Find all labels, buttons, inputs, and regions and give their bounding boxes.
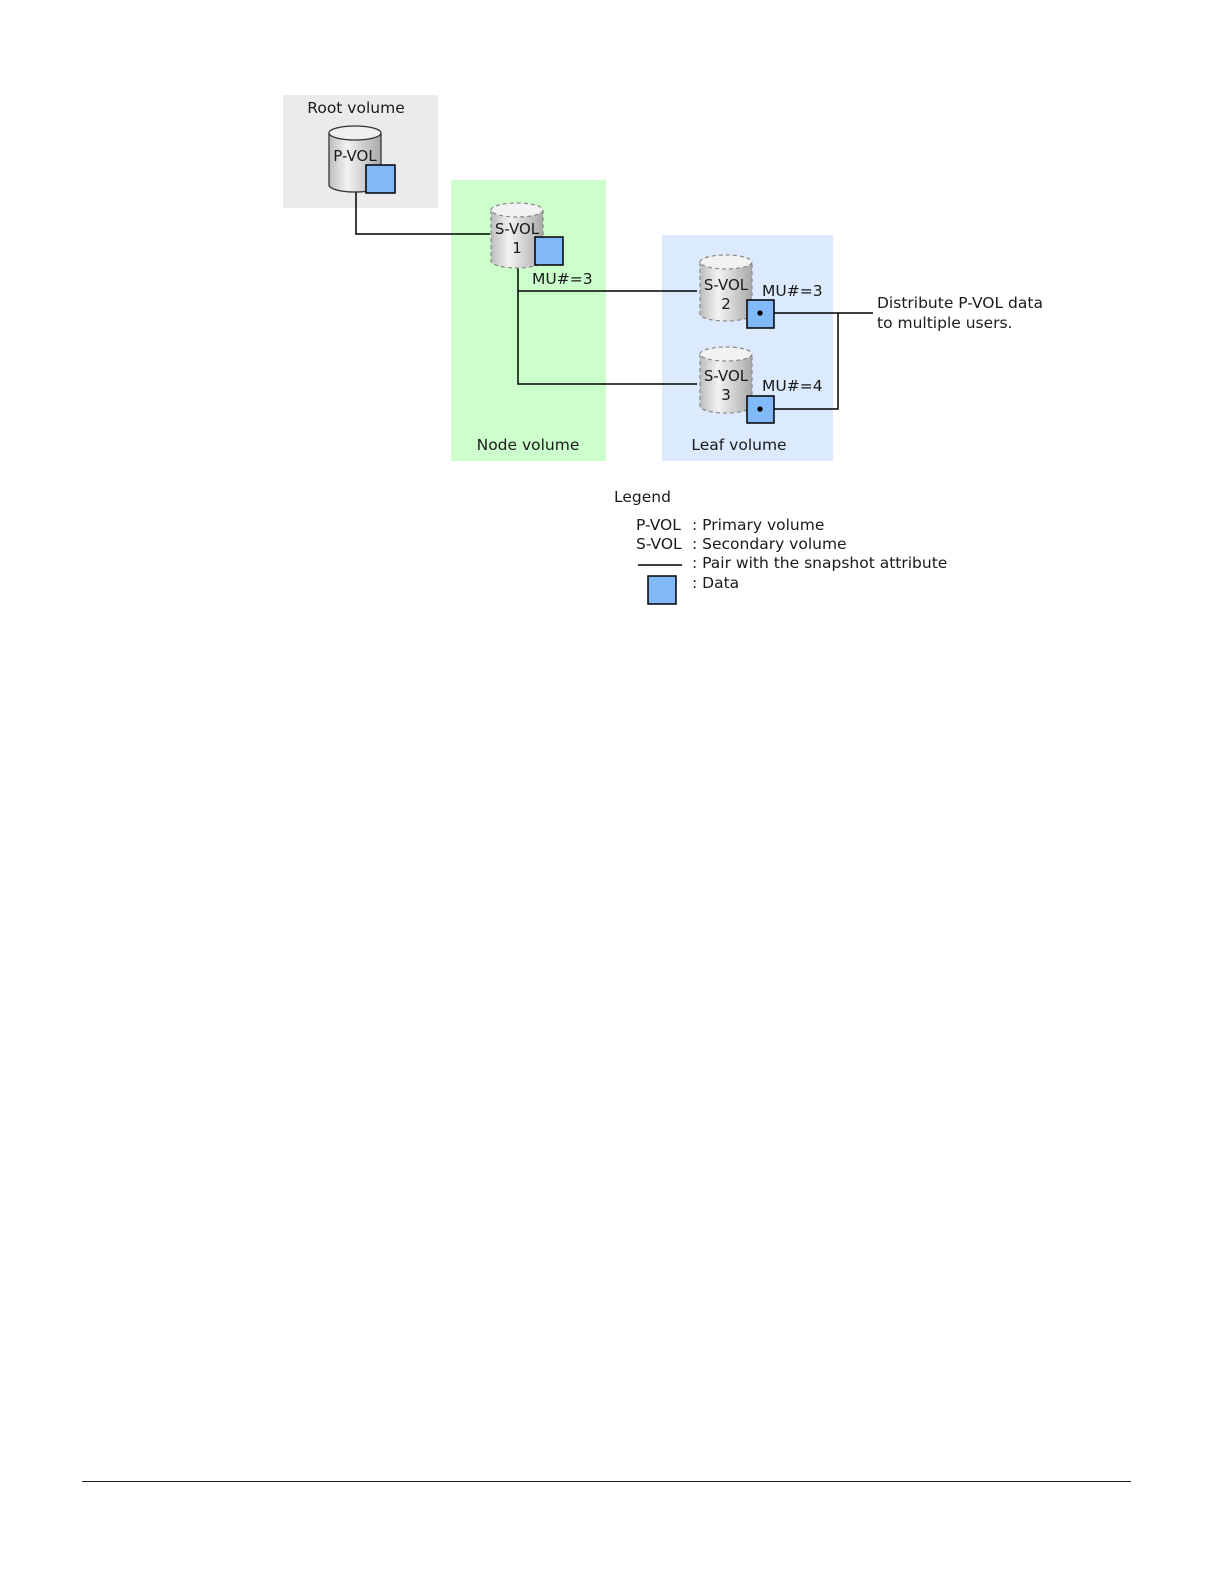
svol2-label-line1: S-VOL <box>704 276 749 294</box>
svol3-data-dot <box>757 406 762 411</box>
legend-desc-pair: : Pair with the snapshot attribute <box>692 554 947 572</box>
legend-title: Legend <box>614 488 671 506</box>
pvol-label: P-VOL <box>333 147 377 165</box>
svol2-label-line2: 2 <box>721 295 731 313</box>
node-volume-label: Node volume <box>477 436 580 454</box>
svol3-label-line1: S-VOL <box>704 367 749 385</box>
svol1-label-line1: S-VOL <box>495 220 540 238</box>
svol1-label-line2: 1 <box>512 239 522 257</box>
svol2-mu-label: MU#=3 <box>762 282 823 300</box>
svol1-mu-label: MU#=3 <box>532 270 593 288</box>
svol3-label-line2: 3 <box>721 386 731 404</box>
svol3-mu-label: MU#=4 <box>762 377 823 395</box>
leaf-volume-label: Leaf volume <box>691 436 786 454</box>
legend-term-svol: S-VOL <box>636 535 682 553</box>
svol1-data-block <box>535 237 563 265</box>
legend-desc-data: : Data <box>692 574 739 592</box>
annotation-line1: Distribute P-VOL data <box>877 294 1043 312</box>
root-volume-label: Root volume <box>307 99 404 117</box>
svol3-cylinder: S-VOL 3 <box>700 347 752 413</box>
legend-desc-pvol: : Primary volume <box>692 516 824 534</box>
legend: Legend P-VOL : Primary volume S-VOL : Se… <box>614 488 947 604</box>
legend-term-pvol: P-VOL <box>636 516 681 534</box>
annotation-line2: to multiple users. <box>877 314 1013 332</box>
pvol-data-block <box>366 165 395 193</box>
footer-divider <box>82 1481 1131 1482</box>
legend-desc-svol: : Secondary volume <box>692 535 847 553</box>
legend-data-block-sample <box>648 576 676 604</box>
svol2-data-dot <box>757 310 762 315</box>
svol2-cylinder: S-VOL 2 <box>700 255 752 321</box>
